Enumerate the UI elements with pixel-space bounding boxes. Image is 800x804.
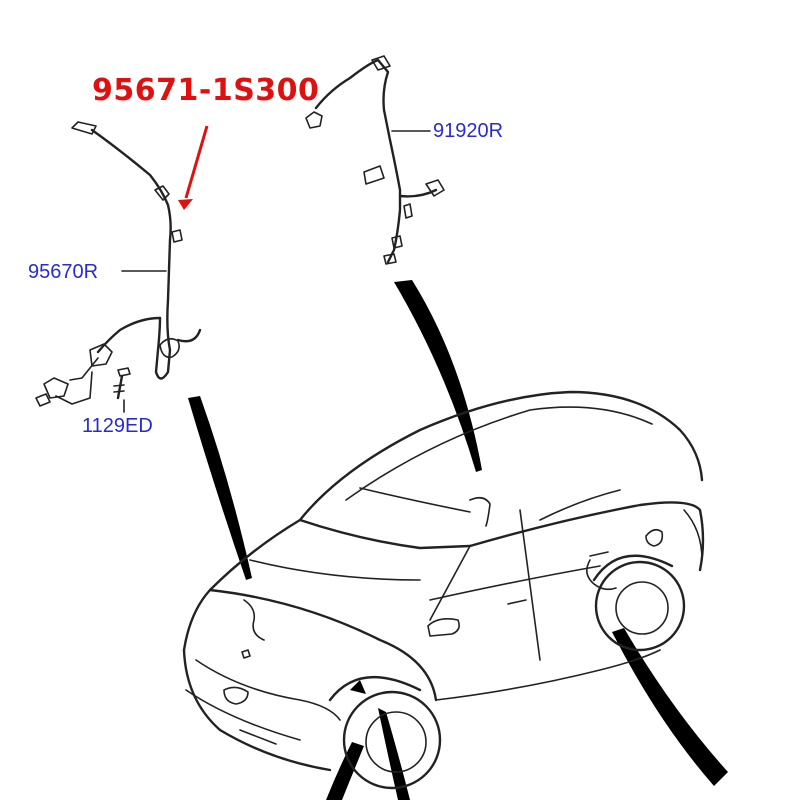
callout-1129ed: 1129ED bbox=[82, 415, 153, 437]
wiring-harness-91920r bbox=[305, 55, 445, 265]
pointer-swoosh-front-wheel-b bbox=[378, 708, 410, 800]
pointer-swoosh-front-wheel-a bbox=[326, 742, 364, 800]
pointer-swoosh-front-left bbox=[188, 396, 252, 580]
car-outline bbox=[182, 390, 705, 790]
pointer-swoosh-roof bbox=[394, 280, 482, 472]
callout-91920r: 91920R bbox=[433, 120, 504, 142]
callout-95670r: 95670R bbox=[28, 261, 99, 283]
red-arrow-icon bbox=[178, 125, 209, 210]
wheel-speed-sensor-harness bbox=[35, 121, 202, 407]
pointer-swoosh-rear-wheel bbox=[612, 628, 728, 786]
highlighted-part-number: 95671-1S300 bbox=[92, 73, 320, 108]
